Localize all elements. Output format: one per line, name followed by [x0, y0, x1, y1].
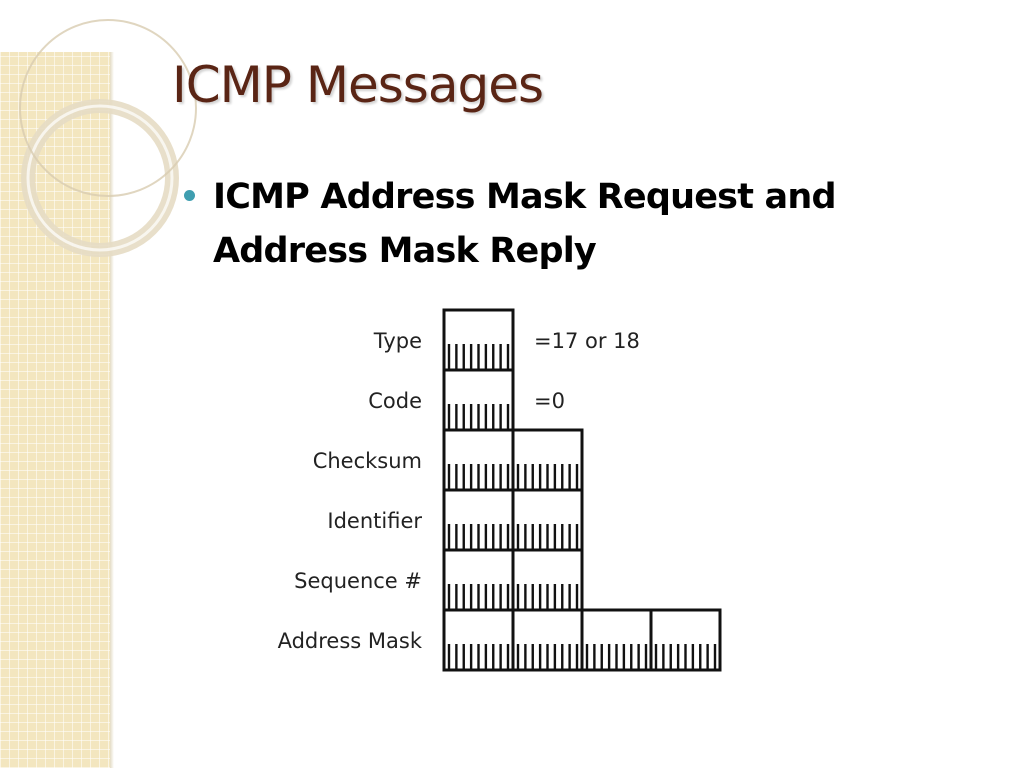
slide-title: ICMP Messages	[172, 56, 544, 114]
octet-cell	[442, 548, 515, 612]
octet-cell	[511, 608, 584, 672]
field-label: Code	[368, 389, 422, 413]
field-label: Sequence #	[294, 569, 422, 593]
decorative-strip-edge	[110, 52, 114, 768]
field-row-code: Code =0	[368, 368, 565, 432]
octet-cell	[442, 308, 515, 372]
decorative-rings	[19, 19, 197, 257]
field-row-identifier: Identifier	[327, 488, 584, 552]
field-label: Identifier	[327, 509, 422, 533]
octet-cell	[442, 368, 515, 432]
field-row-type: Type =17 or 18	[373, 308, 640, 372]
octet-cell	[442, 488, 515, 552]
field-label: Type	[373, 329, 422, 353]
field-row-checksum: Checksum	[313, 428, 584, 492]
octet-cell	[442, 428, 515, 492]
octet-cell	[511, 548, 584, 612]
octet-cell	[442, 608, 515, 672]
octet-cell	[649, 608, 722, 672]
decorative-grid-strip	[0, 52, 110, 768]
field-label: Address Mask	[278, 629, 423, 653]
field-value: =17 or 18	[534, 329, 640, 353]
octet-cell	[511, 488, 584, 552]
octet-cell	[511, 428, 584, 492]
field-row-sequence: Sequence #	[294, 548, 584, 612]
field-value: =0	[534, 389, 565, 413]
field-label: Checksum	[313, 449, 422, 473]
field-row-address-mask: Address Mask	[278, 608, 722, 672]
octet-cell	[580, 608, 653, 672]
bullet-text: ICMP Address Mask Request and Address Ma…	[213, 177, 837, 271]
bullet-icon	[184, 190, 195, 201]
